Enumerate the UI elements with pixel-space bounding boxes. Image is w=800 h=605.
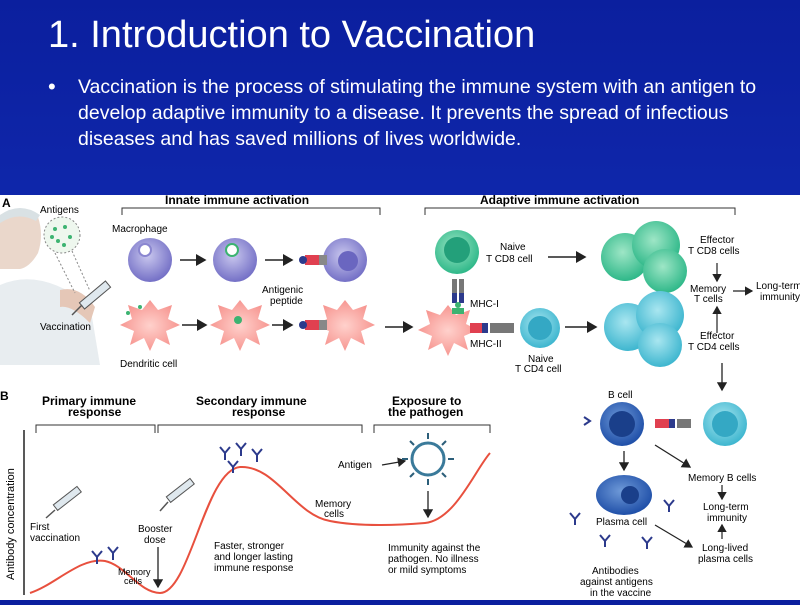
- first-vaccination-label-2: vaccination: [30, 533, 80, 544]
- primary-title-2: response: [68, 405, 122, 419]
- mhc1-complex: [452, 279, 464, 314]
- dendritic-label: Dendritic cell: [120, 359, 177, 370]
- booster-label-2: dose: [144, 535, 166, 546]
- virus-icon: [402, 433, 454, 485]
- vaccination-diagram: A Antigens Vaccination Innate immune act…: [0, 193, 800, 599]
- receptor-complex: [299, 255, 327, 265]
- dendritic-antigens: [126, 305, 142, 315]
- antibodies-label-2: against antigens: [580, 577, 653, 588]
- dendritic-cells: [120, 300, 478, 356]
- antigenic-peptide-label-2: peptide: [270, 296, 303, 307]
- panel-a-letter: A: [2, 196, 11, 210]
- immunity-label-3: or mild symptoms: [388, 565, 466, 576]
- primary-bracket: [35, 424, 156, 433]
- long-lived-plasma-label-1: Long-lived: [702, 543, 748, 554]
- memory-t-label-1: Memory: [690, 284, 726, 295]
- exposure-bracket: [373, 424, 491, 433]
- secondary-bracket: [157, 424, 363, 433]
- b-cell-antibodies: [583, 416, 592, 426]
- naive-cd8-label-2: T CD8 cell: [486, 254, 533, 265]
- innate-bracket: [121, 207, 381, 215]
- memory-b-label: Memory B cells: [688, 473, 756, 484]
- memory-cells-label-1: Memory: [315, 499, 351, 510]
- adaptive-title: Adaptive immune activation: [480, 195, 639, 207]
- faster-label-3: immune response: [214, 563, 294, 574]
- immunity-label-1: Immunity against the: [388, 543, 481, 554]
- exposure-title-1: Exposure to: [392, 394, 461, 408]
- long-lived-plasma-label-2: plasma cells: [698, 554, 753, 565]
- effector-cd8-label-1: Effector: [700, 235, 735, 246]
- exposure-title-2: the pathogen: [388, 405, 463, 419]
- memory-cells-small-label-2: cells: [124, 576, 143, 586]
- mhc2-complex: [470, 323, 514, 333]
- mhc1-label: MHC-I: [470, 299, 499, 310]
- syringe-booster-icon: [159, 477, 195, 512]
- b-cell-label: B cell: [608, 390, 632, 401]
- macrophage-cells: [128, 238, 367, 282]
- secondary-title-2: response: [232, 405, 286, 419]
- antibodies-label-3: in the vaccine: [590, 588, 652, 599]
- mhc2-label: MHC-II: [470, 339, 502, 350]
- lt-immunity-label-2: immunity: [707, 513, 747, 524]
- slide-title: 1. Introduction to Vaccination: [48, 14, 536, 56]
- effector-cd8-cells: [601, 221, 687, 293]
- antibodies-label-1: Antibodies: [592, 566, 639, 577]
- antigen-bubble: [43, 216, 81, 254]
- b-cell-receptor: [655, 419, 691, 428]
- small-antibodies-icon: [91, 546, 119, 564]
- naive-cd4-label-1: Naive: [528, 354, 554, 365]
- panel-b-letter: B: [0, 389, 9, 403]
- antigens-label: Antigens: [40, 205, 79, 216]
- naive-cd4-label-2: T CD4 cell: [515, 364, 562, 375]
- booster-label-1: Booster: [138, 524, 173, 535]
- syringe-first-icon: [45, 485, 82, 519]
- plasma-antibodies: [569, 499, 675, 549]
- adaptive-bracket: [424, 207, 736, 215]
- bullet-icon: •: [48, 74, 56, 99]
- antigenic-peptide-label-1: Antigenic: [262, 285, 303, 296]
- y-axis-label: Antibody concentration: [5, 468, 17, 580]
- vaccination-figure: A Antigens Vaccination Innate immune act…: [0, 193, 800, 600]
- naive-cd8-label-1: Naive: [500, 242, 526, 253]
- b-cell: [600, 402, 644, 446]
- innate-title: Innate immune activation: [165, 195, 309, 207]
- faster-label-2: and longer lasting: [214, 552, 293, 563]
- first-vaccination-label-1: First: [30, 522, 50, 533]
- memory-t-label-2: T cells: [694, 294, 723, 305]
- peak-antibodies-icon: [219, 442, 263, 473]
- antigen-particles: [50, 225, 72, 247]
- longterm-label-2: immunity: [760, 292, 800, 303]
- primary-title-1: Primary immune: [42, 394, 136, 408]
- macrophage-label: Macrophage: [112, 224, 168, 235]
- faster-label-1: Faster, stronger: [214, 541, 285, 552]
- effector-cd4-cells: [604, 291, 684, 367]
- syringe-icon: [71, 280, 112, 316]
- effector-cd4-label-2: T CD4 cells: [688, 342, 740, 353]
- plasma-cell-label: Plasma cell: [596, 517, 647, 528]
- lt-immunity-label-1: Long-term: [703, 502, 749, 513]
- vaccination-label: Vaccination: [40, 322, 91, 333]
- antigen-label: Antigen: [338, 460, 372, 471]
- secondary-title-1: Secondary immune: [196, 394, 307, 408]
- plasma-cell: [596, 475, 652, 515]
- bullet-text: Vaccination is the process of stimulatin…: [78, 76, 757, 150]
- effector-cd8-label-2: T CD8 cells: [688, 246, 740, 257]
- memory-cells-small-label-1: Memory: [118, 567, 151, 577]
- longterm-label-1: Long-term: [756, 281, 800, 292]
- bullet-point: • Vaccination is the process of stimulat…: [48, 74, 768, 152]
- effector-cd4-label-1: Effector: [700, 331, 735, 342]
- antibody-curve: [29, 452, 491, 595]
- immunity-label-2: pathogen. No illness: [388, 554, 479, 565]
- peptide-receptor: [299, 320, 327, 330]
- memory-cells-label-2: cells: [324, 509, 344, 520]
